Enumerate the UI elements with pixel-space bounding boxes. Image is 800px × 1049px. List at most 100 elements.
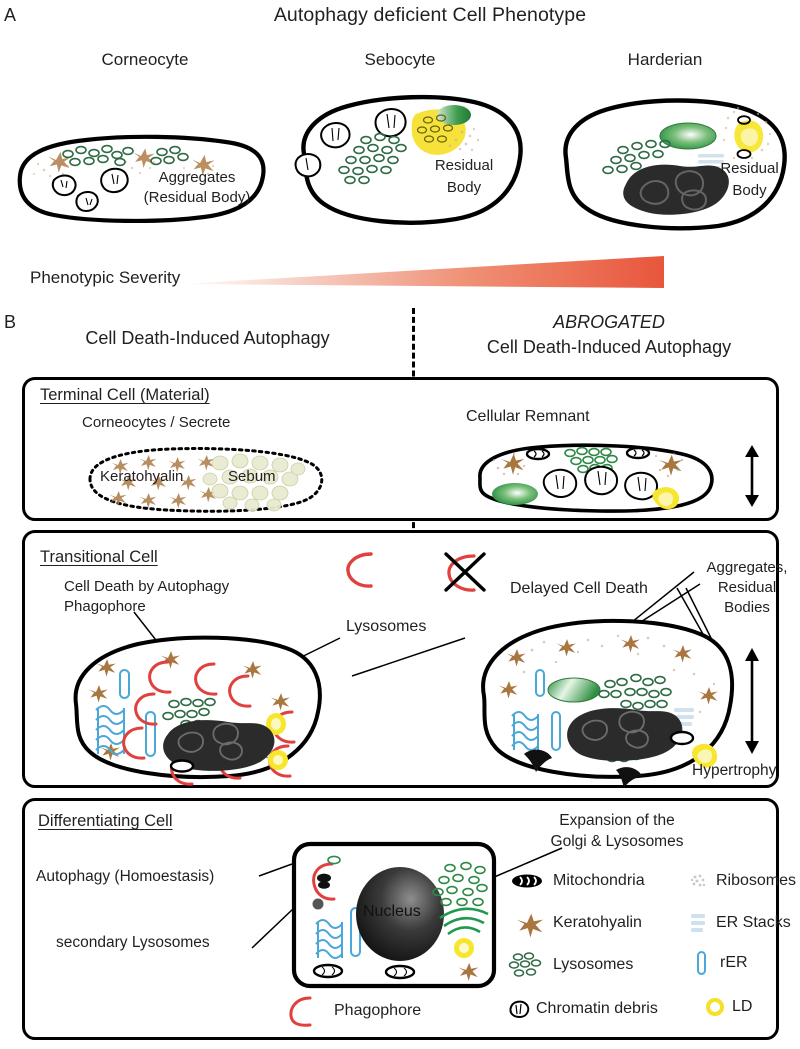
keratohyalin-inner-label: Keratohyalin [100,468,184,485]
golgi-expansion-line1: Expansion of the [559,812,675,829]
rer-group [511,669,561,751]
cellular-remnant-diagram [470,438,730,516]
sebocyte-inner-label-line2: Body [446,179,482,196]
differentiating-cell-diagram [288,838,503,993]
legend-label-mitochondria: Mitochondria [553,872,645,889]
phenotypic-severity-gradient [178,252,678,294]
phagophore-glyph-intact [345,548,385,590]
legend-item-chromatin-debris: Chromatin debris [506,998,658,1020]
er-stacks-icon [690,912,706,934]
mitochondrion [169,759,195,773]
residual-body-green [547,677,601,703]
legend-item-ribosomes: Ribosomes [690,872,796,890]
cell-name-corneocyte: Corneocyte [101,50,189,69]
sebum-inner-label: Sebum [228,468,276,485]
ribosomes-icon [690,872,708,890]
rer-icon [694,950,708,976]
chromatin-debris-cluster [51,167,129,213]
phagophore-icon [288,994,320,1028]
panel-a-tag: A [4,5,17,25]
transitional-cell-right-diagram [468,612,738,788]
chromatin-debris-icon [506,998,532,1020]
cell-death-by-autophagy-label: Cell Death by Autophagy [64,578,230,595]
chromatin-debris-mass [163,720,275,771]
keratohyalin-icon [510,912,544,938]
aggregates-residual-bodies-callout: Aggregates, Residual Bodies [692,558,800,618]
corneocyte-diagram [8,118,273,228]
sebum-field [202,453,306,512]
corneocyte-inner-label-line2: (Residual Body) [143,189,251,206]
sebocyte-diagram [288,88,533,228]
transitional-cell-heading: Transitional Cell [40,548,158,566]
hypertrophy-label: Hypertrophy [692,762,777,779]
legend-label-ld: LD [732,998,753,1015]
golgi-expansion-line2: Golgi & Lysosomes [550,833,684,850]
lipid-droplet [692,743,718,768]
mitochondrion [669,730,695,746]
secondary-lysosome-dot [312,898,324,910]
panel-a-title: Autophagy deficient Cell Phenotype [273,4,587,26]
keratohyalin-cluster [492,452,684,478]
remnant-size-arrow [740,445,764,507]
residual-body-cluster [411,105,480,155]
legend-label-lysosomes: Lysosomes [553,956,634,973]
panel-b-right-column-emphasis: ABROGATED [553,312,665,332]
legend-label-keratohyalin: Keratohyalin [553,914,642,931]
rer-group [95,669,156,757]
lysosome-cluster [338,132,407,185]
legend-label-chromatin-debris: Chromatin debris [536,1000,658,1017]
chromatin-debris-cluster [542,465,659,501]
harderian-diagram [548,88,798,233]
panel-b-right-column-subtitle: Cell Death-Induced Autophagy [486,337,732,357]
legend-label-rer: rER [720,954,748,971]
legend-label-er-stacks: ER Stacks [716,914,791,931]
cell-name-sebocyte: Sebocyte [364,50,436,69]
terminal-cell-left-label: Corneocytes / Secrete [82,414,231,431]
corneocyte-inner-label: Aggregates (Residual Body) [122,168,272,208]
terminal-material-diagram [80,443,330,515]
mitochondrion [525,446,651,461]
panel-b-right-column-title: ABROGATED Cell Death-Induced Autophagy [420,310,798,360]
phagophore-label: Phagophore [64,598,146,615]
sebocyte-inner-label: Residual Body [414,155,514,199]
legend-item-er-stacks: ER Stacks [690,912,791,934]
lysosome-cluster [432,861,488,907]
legend-item-lysosomes: Lysosomes [508,952,633,978]
panel-b-left-column-title: Cell Death-Induced Autophagy [85,328,330,348]
lipid-droplet [652,487,680,510]
chromatin-debris-mass [623,164,729,215]
mitochondria-icon [510,872,544,890]
ld-icon [704,996,726,1018]
phagophore-with-cargo [312,855,341,901]
phagophore-glyph-abrogated [440,548,494,596]
nucleus-label: Nucleus [363,903,421,920]
lysosome-cluster [62,144,189,167]
legend-item-rer: rER [694,950,748,976]
legend-item-ld: LD [704,996,752,1018]
harderian-inner-label-line1: Residual [720,160,779,177]
callout-line-3: Bodies [724,599,770,616]
golgi-stack [439,907,489,936]
keratohyalin-granule [458,962,479,982]
differentiating-leader-lines [22,798,779,1040]
terminal-cell-heading: Terminal Cell (Material) [40,386,210,404]
callout-line-1: Aggregates, [706,559,788,576]
golgi-expansion-label: Expansion of the Golgi & Lysosomes [522,810,712,852]
nucleus-shape [356,867,444,961]
lysosome-cluster [602,139,671,175]
mitochondria [312,963,416,980]
lysosome-cluster [162,697,216,729]
secondary-lysosomes-label: secondary Lysosomes [56,934,210,951]
differentiating-cell-heading: Differentiating Cell [38,812,173,830]
chromatin-debris-cluster [294,108,407,178]
harderian-inner-label-line2: Body [732,182,767,199]
lysosome-cluster [564,446,618,474]
harderian-inner-label: Residual Body [702,158,797,202]
lysosomes-callout-label: Lysosomes [346,618,427,635]
keratohyalin-cluster [33,148,215,183]
phenotypic-severity-label: Phenotypic Severity [30,268,181,287]
legend-item-keratohyalin: Keratohyalin [510,912,642,938]
sebocyte-inner-label-line1: Residual [434,157,494,174]
transitional-cell-left-diagram [62,632,332,786]
lysosomes-icon [508,952,548,978]
